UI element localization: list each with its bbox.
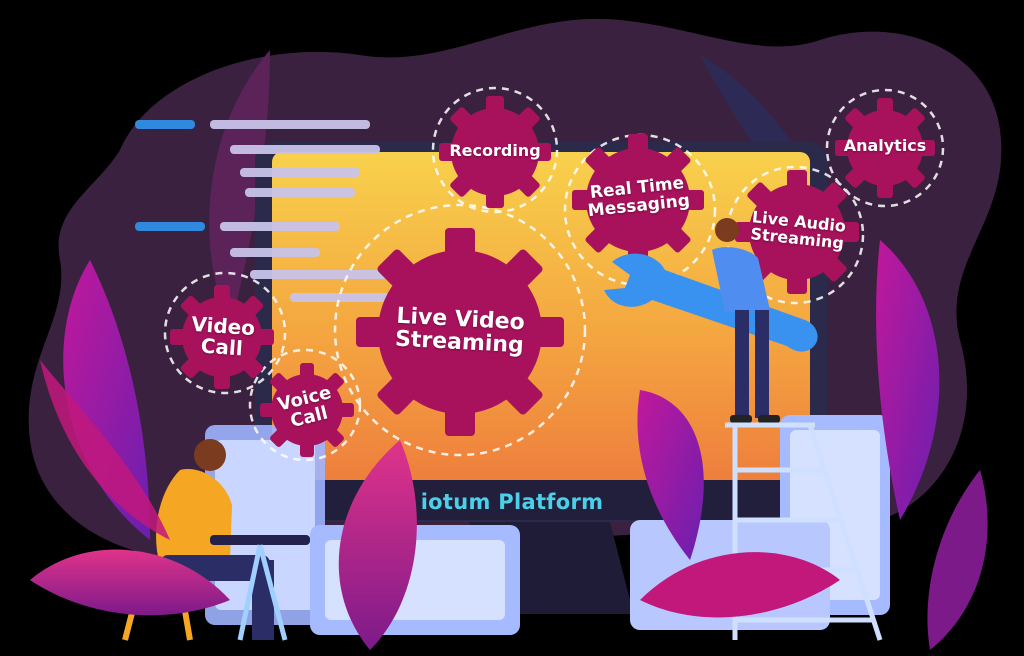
leaf-center-2: [637, 390, 704, 560]
feature-live-video-streaming-label: Live Video Streaming: [394, 303, 526, 359]
leaf-right-2: [927, 470, 988, 650]
gear-icon: [170, 96, 935, 457]
leaf-bottom-right: [640, 552, 840, 618]
worker-left: [122, 439, 310, 641]
gear-live-video: [356, 228, 564, 436]
feature-analytics-label: Analytics: [843, 136, 927, 155]
gear-live-audio: [735, 170, 859, 294]
platform-label: iotum Platform: [420, 490, 604, 514]
gear-voice-call: [260, 363, 354, 457]
worker-right: [712, 218, 780, 423]
gear-messaging: [572, 134, 704, 266]
gear-analytics: [835, 98, 935, 198]
gear-recording: [439, 96, 551, 208]
leaf-left-2: [30, 549, 230, 616]
feature-video-call-label: Video Call: [190, 311, 256, 361]
leaf-center: [338, 440, 417, 650]
gear-video-call: [170, 285, 274, 389]
feature-recording-label: Recording: [449, 141, 541, 160]
leaf-right-1: [876, 240, 940, 520]
leaf-left-3: [40, 360, 170, 540]
